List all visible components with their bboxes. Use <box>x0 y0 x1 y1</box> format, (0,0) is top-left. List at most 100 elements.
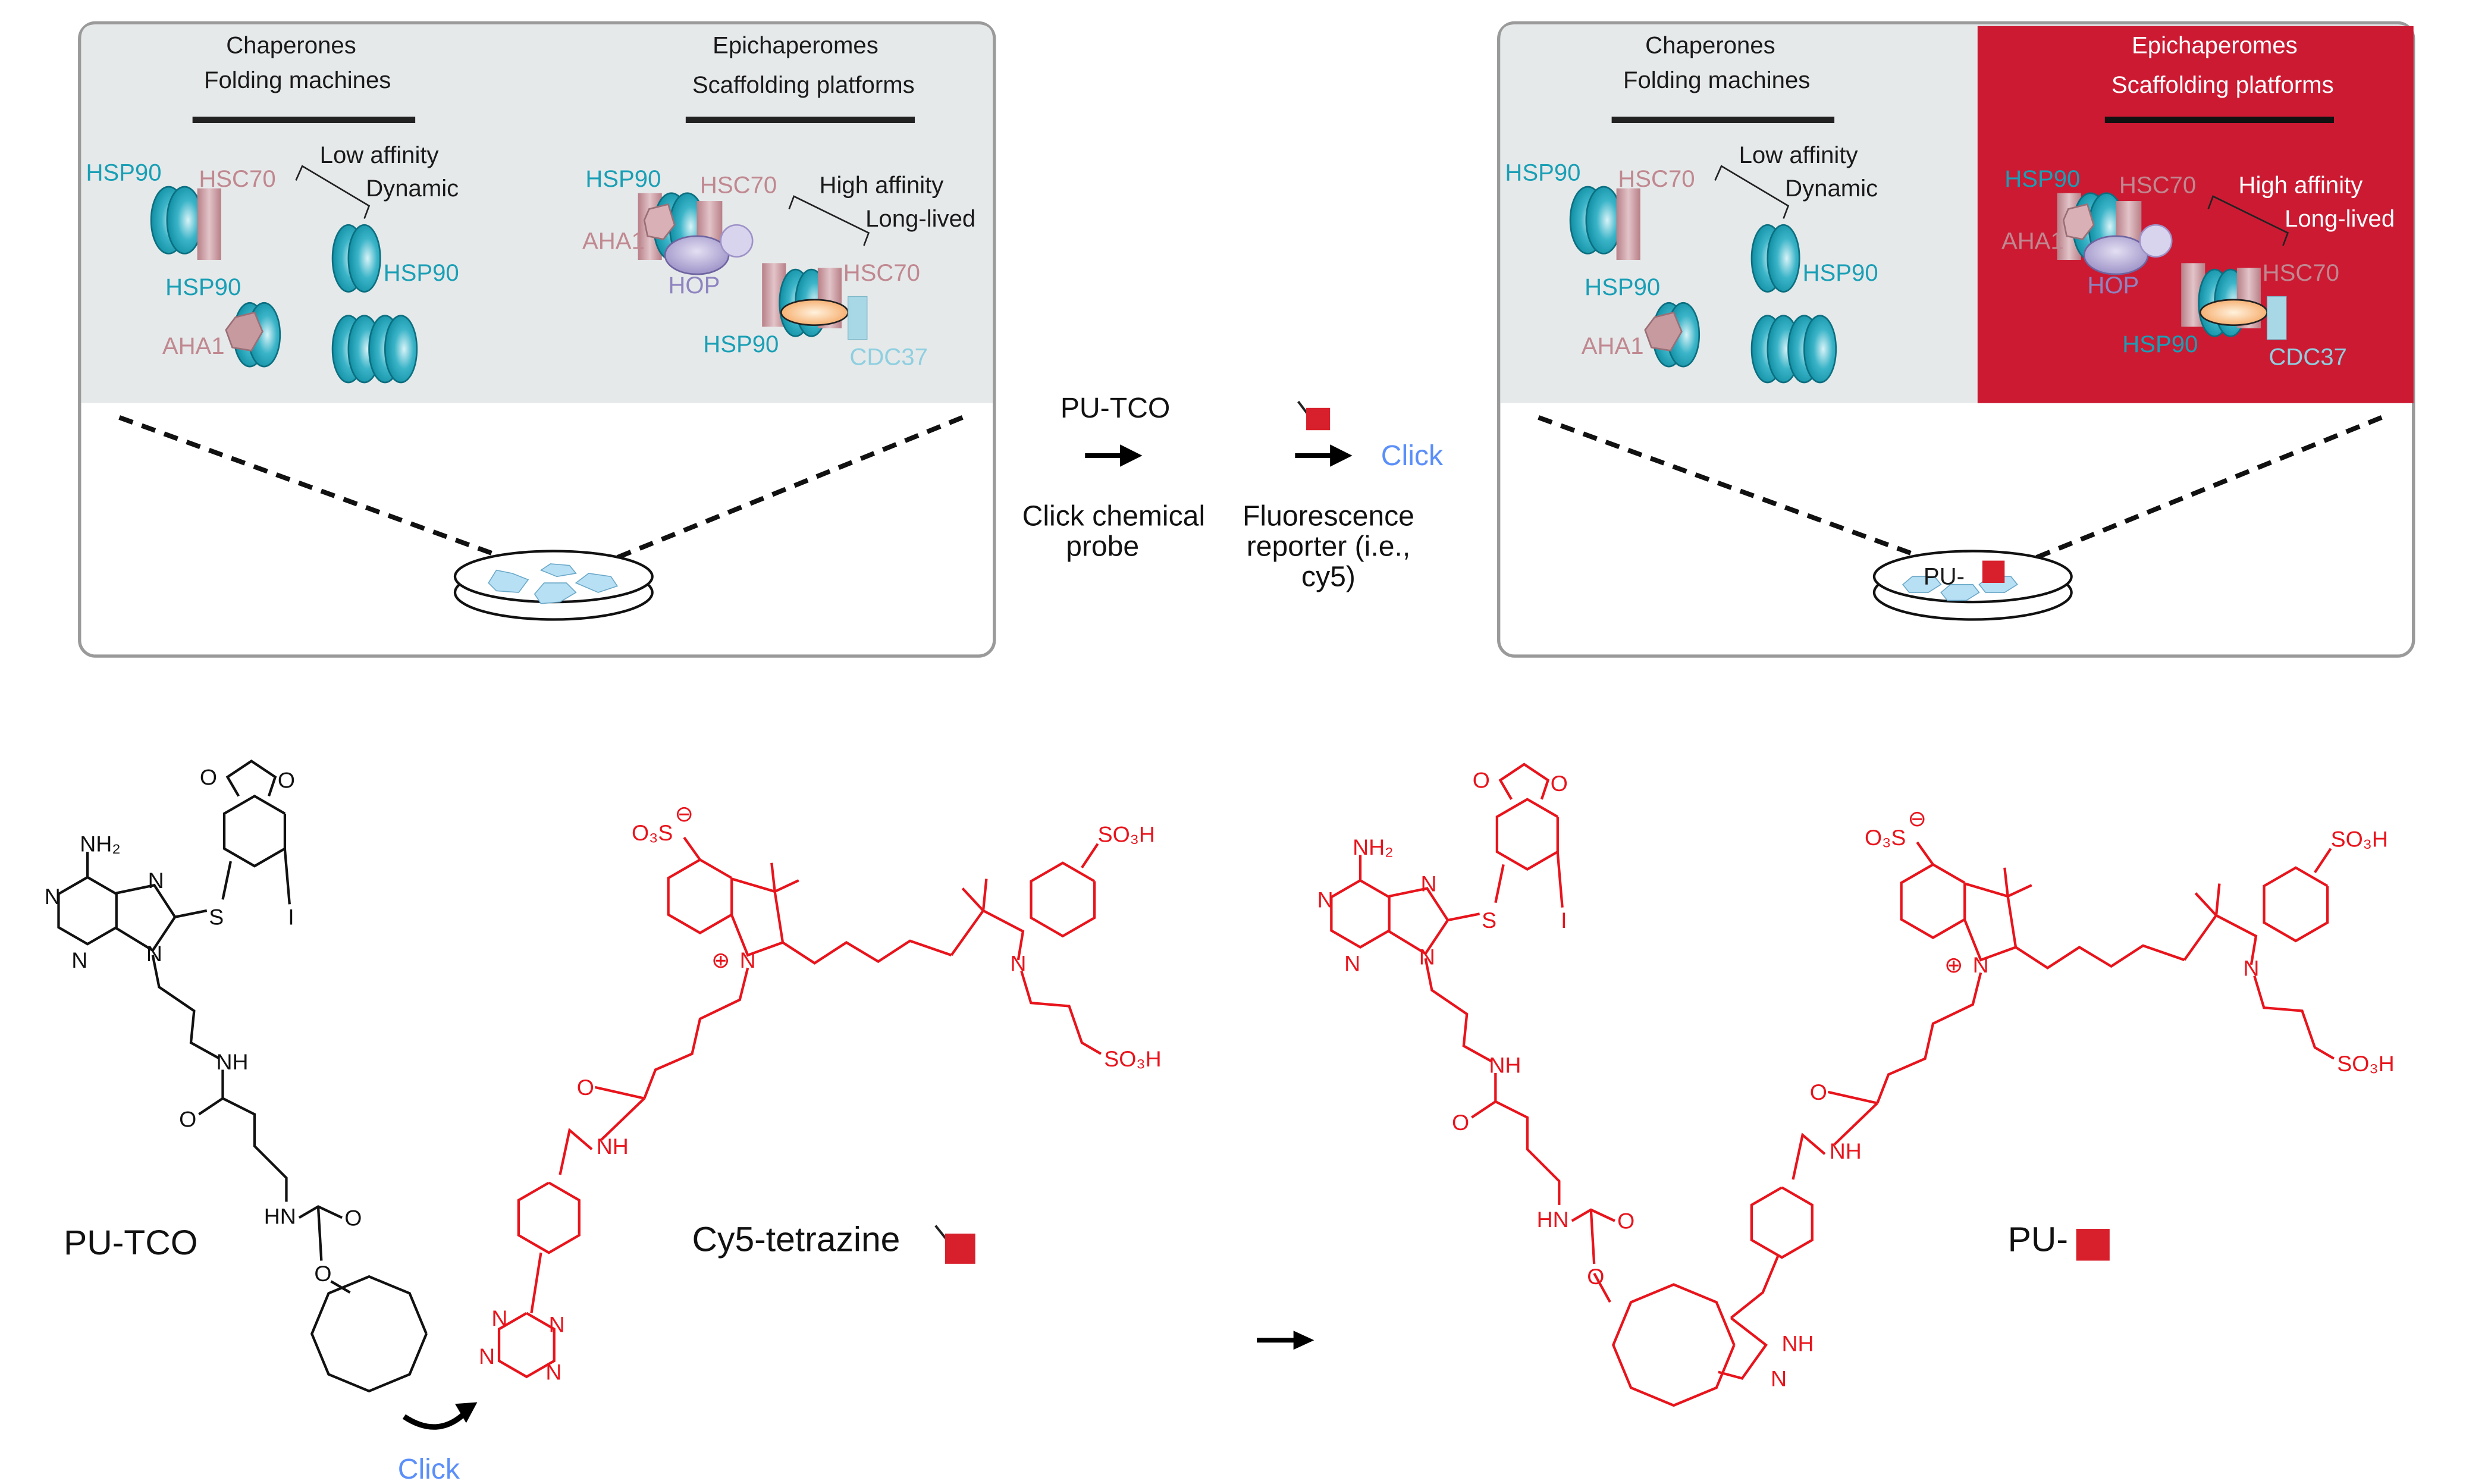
hsp90-oligomer <box>1750 315 1837 384</box>
bond <box>1571 1208 1615 1222</box>
hsp90-label: HSP90 <box>384 259 459 286</box>
long-lived-label: Long-lived <box>2285 205 2395 232</box>
bracket <box>788 195 870 246</box>
bond <box>283 848 291 905</box>
bond <box>1611 1283 1736 1407</box>
hsc70-label: HSC70 <box>2119 172 2196 199</box>
atom-label: NH₂ <box>80 832 121 856</box>
bond <box>1081 843 1099 868</box>
atom-label: N <box>45 884 61 909</box>
bond <box>981 879 988 911</box>
atom-label: O <box>577 1075 594 1100</box>
atom-label: SO₃H <box>2331 827 2388 852</box>
hsp90-label: HSP90 <box>703 331 779 357</box>
hsp90-aha1-complex <box>225 302 281 368</box>
atom-label: N <box>1317 887 1334 912</box>
atom-label: O <box>344 1205 362 1230</box>
bond <box>225 760 277 797</box>
bond <box>1589 1209 1596 1264</box>
bond <box>1495 798 1559 871</box>
pu-tco-label: PU-TCO <box>64 1223 197 1262</box>
culture-dish <box>1538 415 2383 621</box>
bond <box>1498 763 1550 800</box>
bond <box>1424 958 1494 1063</box>
cell-panel-untreated: Chaperones Folding machines HSP90 HSC70 … <box>1497 21 2415 658</box>
bracket <box>2207 195 2289 246</box>
click-label: Click <box>398 1453 460 1484</box>
bond <box>174 909 208 918</box>
probe-caption: Click chemical <box>1022 500 1206 532</box>
bond <box>2253 975 2335 1060</box>
bond <box>667 858 733 934</box>
low-affinity-label: Low affinity <box>1739 142 1858 168</box>
bond <box>683 836 701 861</box>
bond <box>600 1097 645 1141</box>
bond <box>1750 1186 1814 1259</box>
epichaperome-complex-2 <box>762 263 868 340</box>
atom-label: NH <box>1830 1138 1862 1163</box>
chaperones-section: Chaperones Folding machines HSP90 HSC70 … <box>86 32 459 384</box>
dynamic-label: Dynamic <box>1785 175 1878 202</box>
bond <box>1718 1317 1768 1380</box>
hsp90-label: HSP90 <box>1585 274 1660 300</box>
atom-label: N <box>146 941 162 966</box>
bond <box>2015 944 2185 970</box>
hsc70-label: HSC70 <box>843 259 920 286</box>
bond <box>517 1181 581 1254</box>
atom-label: NH₂ <box>1353 834 1394 859</box>
bond <box>1447 912 1480 922</box>
workflow: PU-TCO Click chemical probe Click Fluore… <box>1022 392 1444 593</box>
bond <box>2214 883 2221 916</box>
atom-label: NH <box>216 1049 248 1074</box>
atom-label: S <box>1482 908 1496 933</box>
hsp90-label: HSP90 <box>165 274 241 300</box>
reporter-caption: cy5) <box>1301 560 1356 592</box>
atom-label: O <box>1452 1110 1469 1135</box>
bond <box>1730 1253 1780 1319</box>
bond <box>782 939 952 965</box>
atom-label: N <box>71 947 87 972</box>
bond <box>2263 866 2329 943</box>
bond <box>198 1069 224 1116</box>
culture-dish <box>118 415 964 621</box>
atom-label: N <box>1973 952 1989 977</box>
bond <box>643 967 749 1099</box>
atom-label: N <box>545 1360 561 1385</box>
hsp90-oligomer <box>331 315 418 384</box>
hsp90-hsc70-complex <box>150 186 221 261</box>
atom-label: O₃S <box>1865 825 1906 850</box>
bond <box>310 1275 428 1393</box>
atom-label: N <box>740 947 756 972</box>
cdc37-label: CDC37 <box>849 344 928 371</box>
bond <box>316 1206 323 1261</box>
atom-label: O <box>179 1106 196 1131</box>
cell-panel-untreated: Chaperones Folding machines HSP90 HSC70 … <box>78 21 996 658</box>
reaction-arrow-icon <box>1257 1331 1314 1350</box>
atom-label: N <box>1420 871 1436 896</box>
bond <box>594 1085 645 1100</box>
aha1-label: AHA1 <box>1582 332 1644 359</box>
bond <box>151 955 221 1060</box>
epichaperome-highlight <box>1977 26 2414 403</box>
atom-label: O <box>1473 768 1490 793</box>
atom-label: N <box>1419 945 1435 970</box>
bracket <box>295 165 371 219</box>
epichaperomes-subtitle: Scaffolding platforms <box>2112 71 2334 98</box>
atom-label: N <box>491 1306 507 1331</box>
bond <box>2003 867 2009 897</box>
bond <box>1833 1102 1878 1146</box>
atom-label: SO₃H <box>1098 822 1155 847</box>
atom-label: N <box>1010 950 1026 975</box>
bond <box>222 1097 288 1202</box>
dynamic-label: Dynamic <box>366 175 459 202</box>
epichaperomes-subtitle: Scaffolding platforms <box>692 71 915 98</box>
bond <box>2183 914 2258 965</box>
hsp90-hsc70-complex <box>1569 186 1640 261</box>
atom-label: NH <box>597 1134 629 1159</box>
aha1-label: AHA1 <box>2001 227 2064 254</box>
bond <box>1792 1132 1826 1180</box>
epichaperome-complex-1 <box>638 192 754 275</box>
bond <box>298 1205 343 1219</box>
bond <box>1494 864 1505 903</box>
